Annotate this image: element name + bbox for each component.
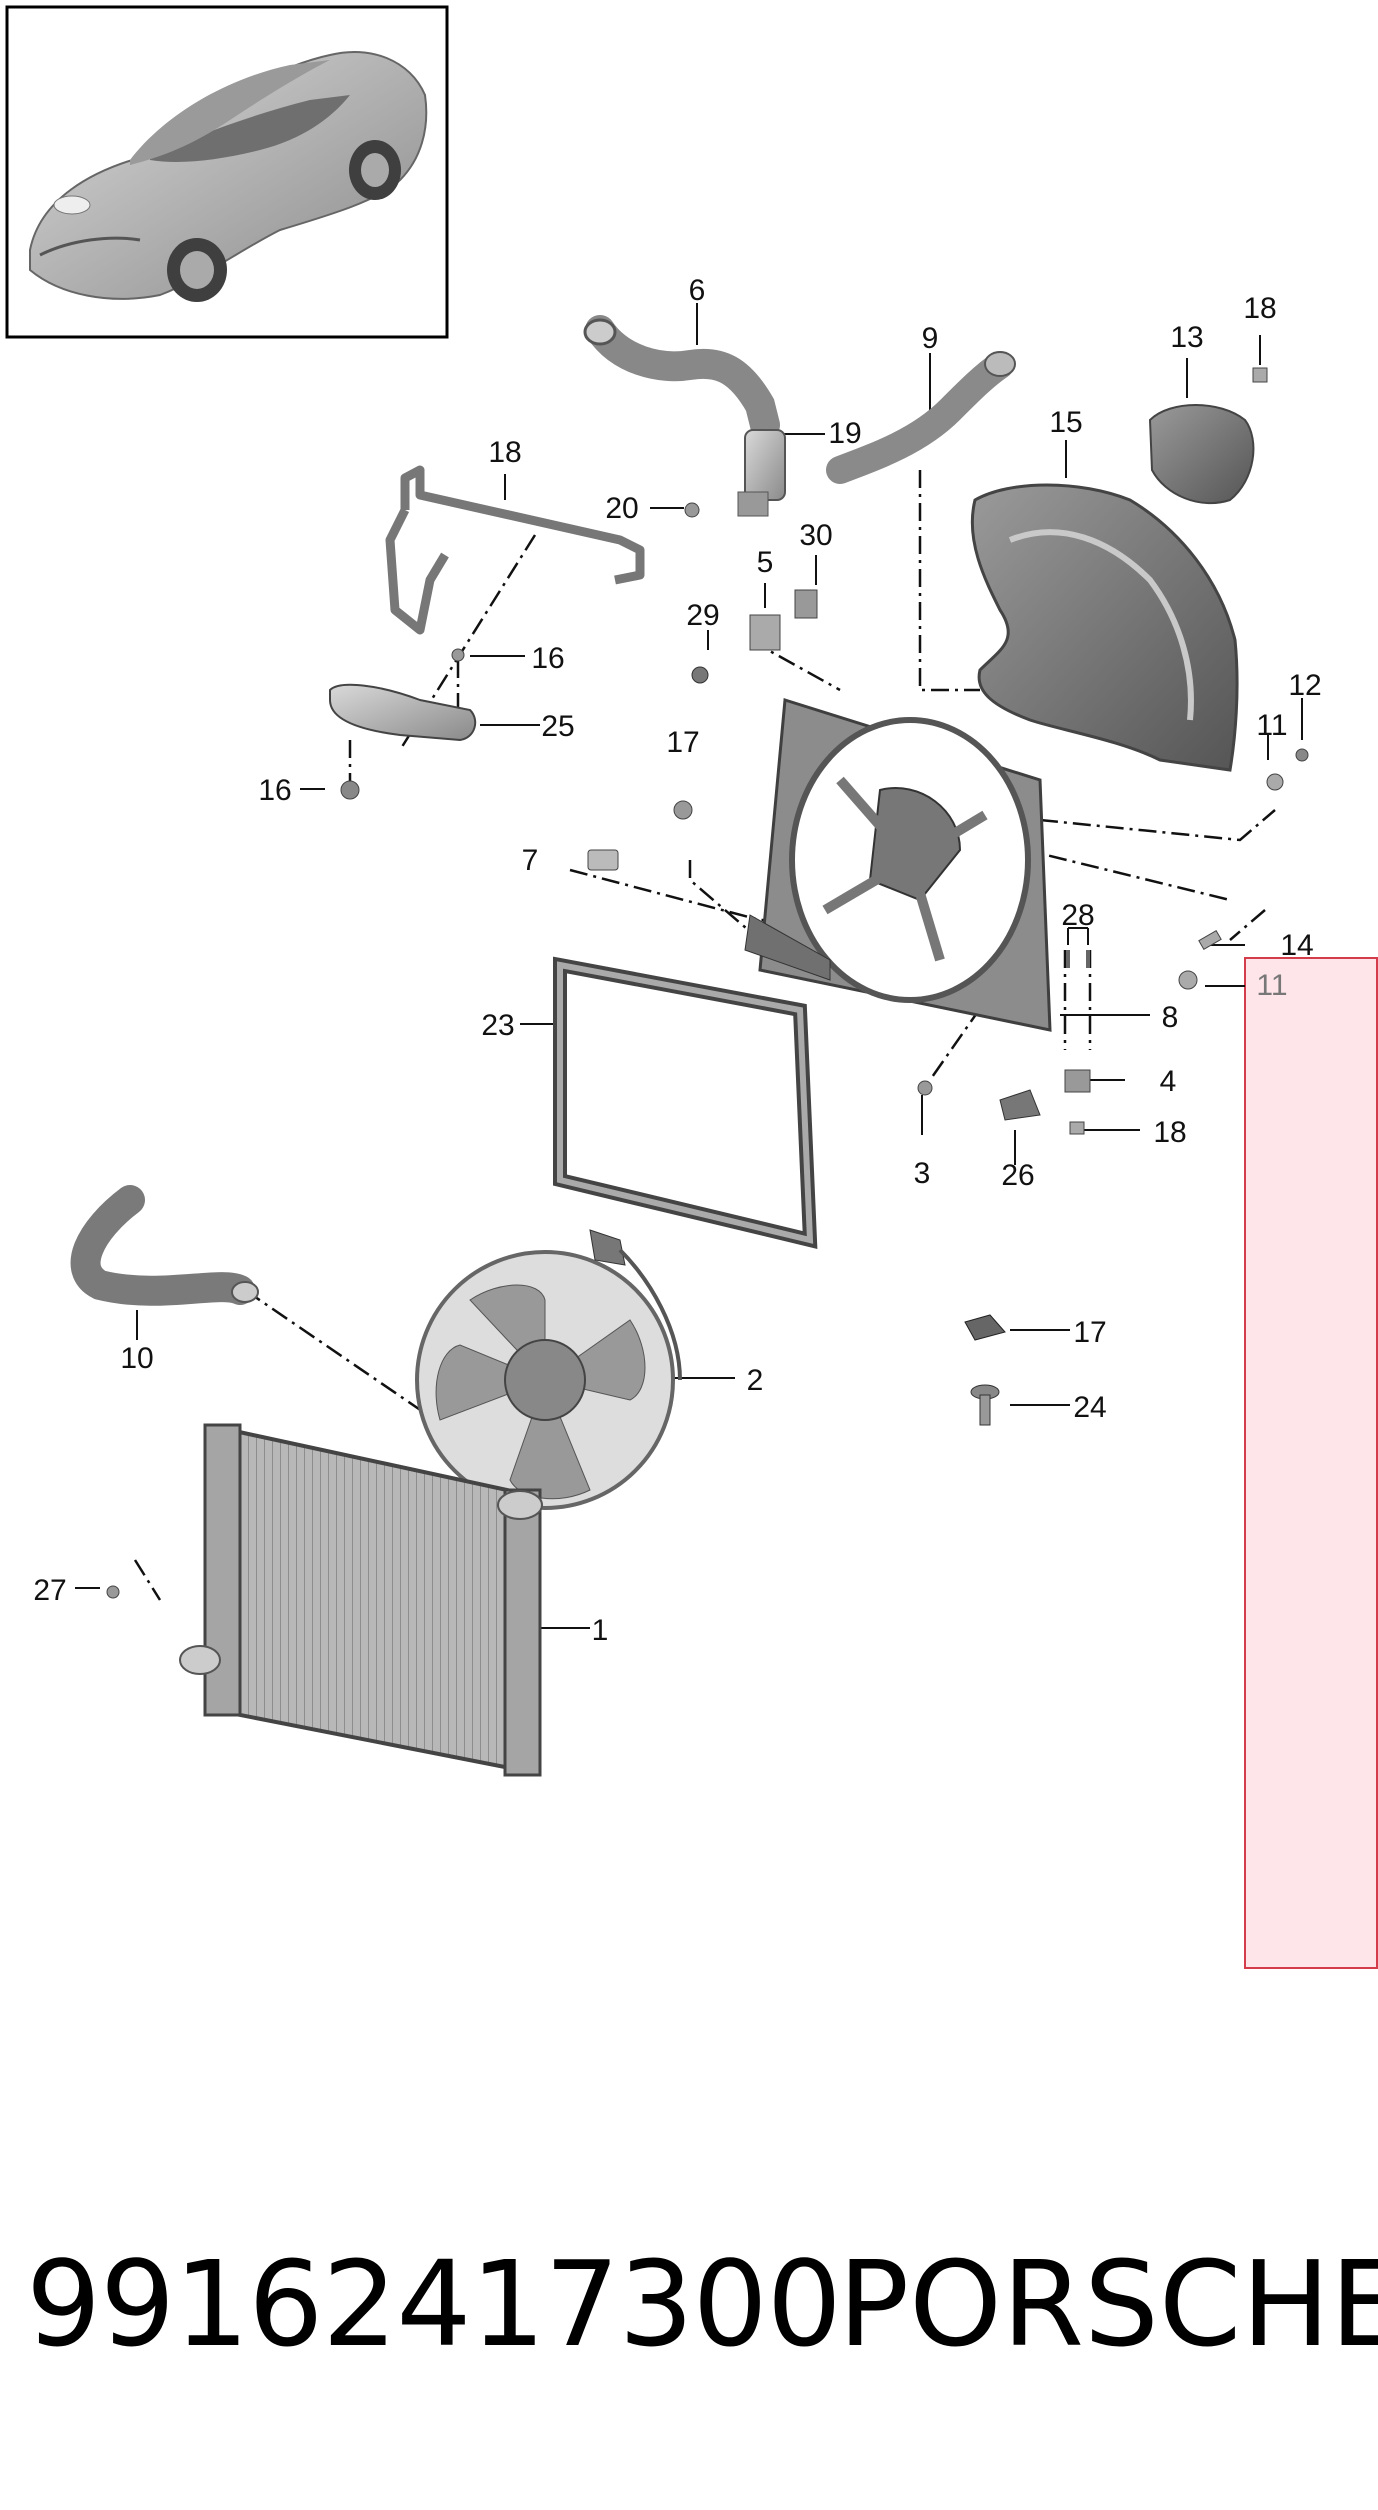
callout-15-top: 18	[1243, 292, 1276, 325]
part-22-clip	[684, 502, 700, 518]
callout-27: 27	[33, 1574, 66, 1607]
callout-11-top: 11	[1256, 709, 1287, 742]
brand-name: PORSCHE	[838, 2235, 1378, 2373]
callout-labels: 6 9 13 18 15 19 18 20 30 5 29 16 25 12 1…	[33, 274, 1321, 1647]
part-16-nut-right	[673, 800, 693, 820]
part-13-bolt	[1295, 748, 1309, 762]
exploded-parts-diagram: 6 9 13 18 15 19 18 20 30 5 29 16 25 12 1…	[5, 5, 1378, 1969]
callout-1: 1	[592, 1614, 609, 1647]
leader-lines	[75, 303, 1303, 1629]
part-26-mount	[999, 1089, 1041, 1121]
callout-21: 19	[828, 417, 861, 450]
callout-16-left: 16	[258, 774, 291, 807]
part-10-hose	[70, 1185, 255, 1306]
callout-22: 20	[605, 492, 638, 525]
callout-14: 13	[1170, 321, 1203, 354]
callout-26: 26	[1001, 1159, 1034, 1192]
callout-15-bottom: 18	[1153, 1116, 1186, 1149]
part-15-clip-bottom	[1069, 1121, 1085, 1135]
callout-24: 24	[1073, 1391, 1106, 1424]
callout-20: 18	[488, 436, 521, 469]
part-11-nut-b	[1178, 970, 1198, 990]
callout-19: 17	[1073, 1316, 1106, 1349]
part-15-clip-top	[1252, 367, 1268, 383]
part-20-pipe	[385, 465, 645, 635]
callout-2: 2	[747, 1364, 764, 1397]
callout-11-highlight: 11	[1256, 969, 1287, 1002]
part-29-bolt	[691, 666, 709, 684]
callout-5: 5	[757, 546, 774, 579]
part-12-bolt	[1198, 929, 1222, 951]
highlight-region	[1244, 957, 1378, 1969]
part-14-cover	[1148, 404, 1255, 505]
part-6-hose	[585, 315, 780, 440]
part-18-air-guide	[970, 483, 1239, 772]
callout-13: 12	[1288, 669, 1321, 702]
part-23-frame	[553, 956, 818, 1249]
part-3-nut	[917, 1080, 933, 1096]
callout-10: 10	[120, 1342, 153, 1375]
part-2-fan	[415, 1229, 682, 1510]
part-11-nut-a	[1266, 773, 1284, 791]
part-8-fan-shroud	[744, 698, 1052, 1032]
part-27-bolt	[106, 1585, 120, 1599]
callout-12: 14	[1280, 929, 1313, 962]
part-21-connector	[737, 429, 786, 517]
callout-18: 15	[1049, 406, 1082, 439]
callout-6: 6	[689, 274, 706, 307]
callout-30: 30	[799, 519, 832, 552]
part-7-clip	[587, 849, 619, 871]
part-4-clip	[1064, 1069, 1091, 1093]
part-number: 99162417300	[26, 2235, 842, 2373]
callout-8: 8	[1162, 1001, 1179, 1034]
callout-28: 28	[1061, 899, 1094, 932]
callout-16-right: 17	[666, 726, 699, 759]
part-24-rivet	[970, 1384, 1000, 1426]
car-thumbnail	[5, 5, 449, 339]
callout-9: 9	[922, 322, 939, 355]
part-19-clip	[964, 1314, 1006, 1341]
part-5-bracket	[749, 614, 781, 651]
part-1-radiator	[179, 1423, 543, 1777]
callout-23: 23	[481, 1009, 514, 1042]
part-16-nut-left	[340, 780, 360, 800]
part-25-bracket	[329, 683, 477, 742]
part-30-clip	[794, 589, 818, 619]
callout-25: 25	[541, 710, 574, 743]
callout-17: 16	[531, 642, 564, 675]
callout-7: 7	[522, 844, 539, 877]
callout-4: 4	[1160, 1065, 1177, 1098]
part-9-hose	[826, 351, 1014, 484]
callout-3: 3	[914, 1157, 931, 1190]
callout-29: 29	[686, 599, 719, 632]
part-17-screw	[451, 648, 465, 662]
